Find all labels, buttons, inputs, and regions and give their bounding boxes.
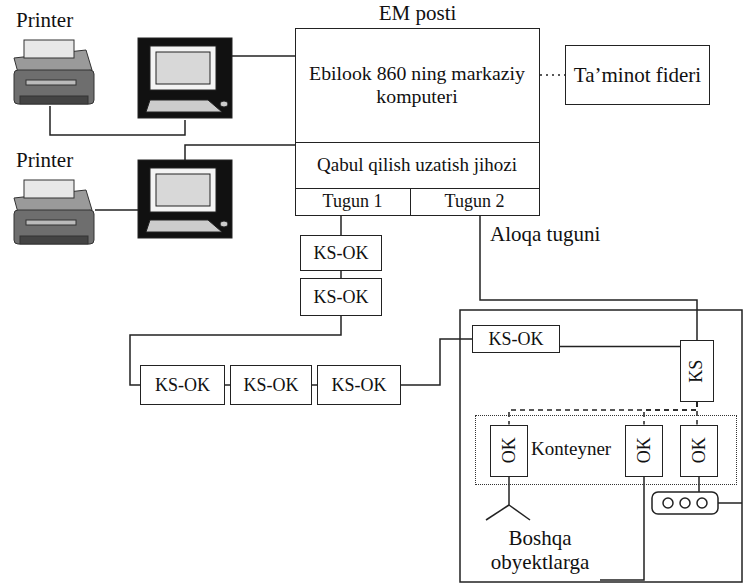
ks-ok-box: KS-OK: [140, 365, 225, 405]
box-text: KS-OK: [328, 375, 389, 396]
box-text: EM posti: [296, 1, 539, 25]
feeder-box: Ta’minot fideri: [565, 45, 710, 105]
post-box: EM postiEbilook 860 ning markaziy komput…: [295, 28, 540, 216]
connector-line: [401, 339, 472, 385]
ok-box: OK: [625, 425, 663, 477]
box-text: OK: [498, 435, 519, 467]
transceiver-band: Qabul qilish uzatish jihozi: [295, 142, 540, 189]
line-label: Aloqa tuguni: [488, 222, 602, 246]
box-text: Tugun 1: [320, 191, 386, 212]
connector-line: [560, 346, 680, 348]
container-region: Konteyner OK OK OK: [475, 415, 737, 485]
box-text: OK: [633, 435, 654, 467]
destination-label: Boshqa obyektlarga: [478, 526, 602, 574]
box-text: KS-OK: [310, 287, 371, 308]
node-box: Tugun 2: [410, 188, 540, 216]
connector-line: [540, 74, 565, 76]
box-text: Tugun 2: [442, 191, 508, 212]
connector-line: [340, 216, 342, 236]
ks-ok-box: KS-OK: [317, 365, 401, 405]
ks-ok-box: KS-OK: [300, 278, 382, 316]
box-text: OK: [688, 435, 709, 467]
ks-ok-box: KS-OK: [300, 235, 382, 271]
box-text: Qabul qilish uzatish jihozi: [314, 154, 520, 176]
ks-ok-box: KS-OK: [472, 325, 560, 353]
box-text: Konteyner: [528, 438, 614, 460]
computer-box: Ebilook 860 ning markaziy komputeri: [295, 28, 540, 143]
device-label: Printer: [14, 8, 75, 32]
connector-line: [480, 216, 697, 341]
connector-line: [696, 402, 698, 425]
ks-box: KS: [680, 340, 714, 402]
ok-box: OK: [680, 425, 718, 477]
device-label: Printer: [14, 148, 75, 172]
box-text: KS-OK: [485, 329, 546, 350]
connector-line: [509, 402, 697, 425]
box-text: KS-OK: [310, 243, 371, 264]
connector-line: [340, 271, 342, 278]
box-text: KS-OK: [152, 375, 213, 396]
node-box: Tugun 1: [295, 188, 411, 216]
ok-box: OK: [490, 425, 528, 477]
box-text: KS: [687, 356, 708, 385]
box-text: Ebilook 860 ning markaziy komputeri: [296, 62, 539, 108]
ks-ok-box: KS-OK: [230, 365, 312, 405]
box-text: KS-OK: [240, 375, 301, 396]
connector-line: [644, 402, 697, 425]
box-text: Ta’minot fideri: [571, 63, 704, 87]
